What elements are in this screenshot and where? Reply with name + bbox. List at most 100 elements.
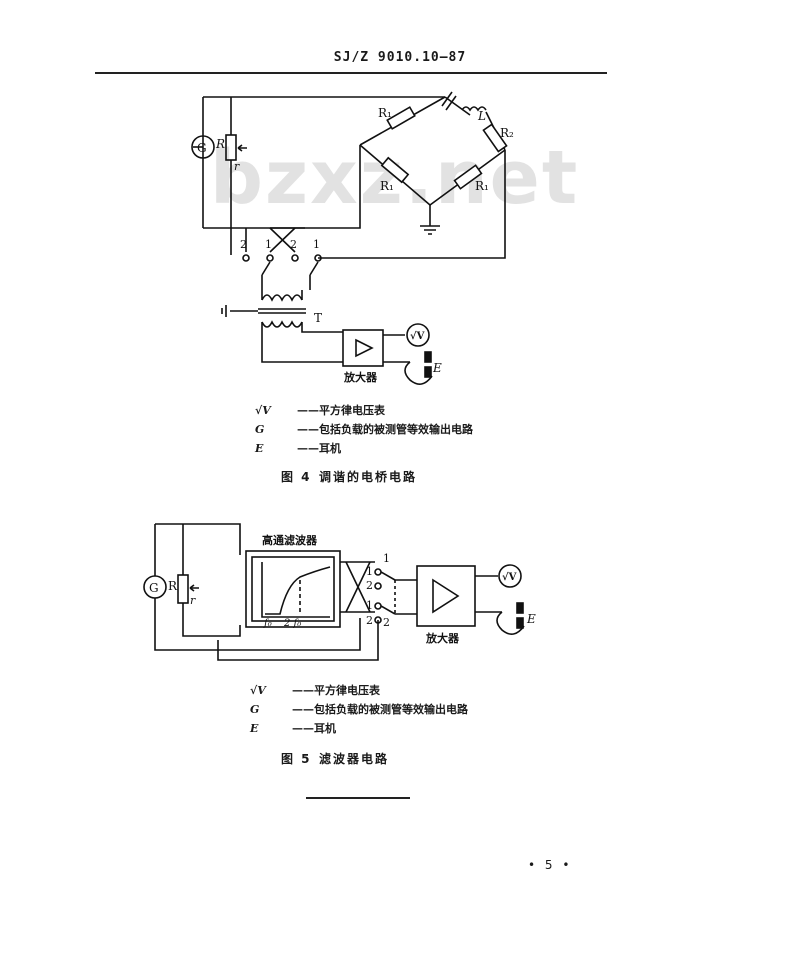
terminal-label: 1 [265,238,272,251]
earphone-symbol [404,361,433,385]
inductor-L [461,106,487,112]
voltmeter-label: √V [502,571,517,583]
generator-symbol [143,575,167,599]
voltmeter-symbol [498,564,522,588]
wire [261,322,343,363]
legend-item: G——包括负载的被测管等效输出电路 [255,423,473,436]
page-ornament: • [562,858,573,872]
amplifier-box [342,329,384,367]
wiper-arrow [189,584,199,592]
transformer-primary [261,294,303,302]
label-G: G [149,581,159,595]
legend-item: √V——平方律电压表 [250,684,380,697]
caption-title: 滤波器电路 [319,752,390,766]
switch-cross [345,561,371,613]
label-T: T [314,311,322,325]
watermark: bzxz.net [210,135,580,221]
page-number: • 5 • [528,858,572,872]
figure-5-legend: √V——平方律电压表 G——包括负载的被测管等效输出电路 E——耳机 [250,682,468,736]
wire [383,334,410,363]
label-R2: R₂ [500,126,514,140]
caption-number: 图 5 [281,752,312,766]
filter-axes [261,562,330,618]
filter-label: 高通滤波器 [262,533,318,547]
earphone-symbol [496,611,525,635]
label-r: r [190,594,196,607]
wire [261,290,303,300]
page-number-value: 5 [544,858,556,872]
terminal [374,582,382,590]
standard-code: SJ/Z 9010.10—87 [333,50,467,65]
ground-symbol [420,205,440,235]
figure-4-caption: 图 4 调谐的电桥电路 [281,468,417,485]
switch-label: 1 [366,565,373,578]
label-R1-left: R₁ [380,179,394,193]
caption-title: 调谐的电桥电路 [319,470,418,484]
generator-symbol [191,135,215,159]
resistor-R1-right [453,164,483,190]
label-L: L [477,109,486,123]
wire [182,603,241,637]
legend-item: √V——平方律电压表 [255,404,385,417]
wire [217,620,379,661]
earphone-plug [424,351,432,363]
figure-4-legend: √V——平方律电压表 G——包括负载的被测管等效输出电路 E——耳机 [255,402,473,456]
resistor-R1-left [380,156,410,184]
amplifier-triangle [432,578,460,614]
header-rule [95,72,607,74]
switch-label: 2 [383,616,390,629]
amplifier-label: 放大器 [425,631,460,645]
wire [395,579,417,615]
label-r: r [234,160,240,173]
switch-label: 2 [366,614,373,627]
switch-label: 2 [366,579,373,592]
resistor-R [177,574,189,604]
transformer-secondary [261,320,303,328]
resistor-R [225,134,237,161]
label-f0: f₀ [263,618,272,629]
terminal [266,254,274,262]
switch-label: 1 [383,552,390,565]
legend-item: G——包括负载的被测管等效输出电路 [250,703,468,716]
caption-number: 图 4 [281,470,312,484]
voltmeter-symbol [406,323,430,347]
label-E: E [432,361,442,375]
earphone-plug [516,602,524,614]
earphone-plug [516,617,524,629]
legend-item: E——耳机 [250,722,336,735]
label-R: R [168,579,178,593]
switch-cross [269,227,296,253]
label-R: R [215,137,225,151]
label-R1-top: R₁ [378,106,392,120]
high-pass-filter-box [245,550,341,628]
terminal [291,254,299,262]
switch-blade [380,571,396,615]
core-ground [221,305,258,317]
terminal [242,254,250,262]
label-R1-right: R₁ [475,179,489,193]
switch-label: 1 [366,599,373,612]
wire [245,227,305,252]
transformer-core [258,308,306,314]
filter-response-curve [265,566,331,615]
amplifier-box [416,565,476,627]
label-G: G [197,141,207,155]
amplifier-triangle [355,338,374,358]
legend-item: E——耳机 [255,442,341,455]
filter-graph-frame [251,556,335,622]
end-rule [306,797,410,799]
figure-5-caption: 图 5 滤波器电路 [281,750,389,767]
label-2f0: 2 f₀ [283,618,301,629]
wire [261,261,319,290]
terminal-label: 2 [290,238,297,251]
resistor-R1-top [386,106,416,130]
terminal-label: 1 [313,238,320,251]
bridge-arm [444,96,471,116]
terminal-label: 2 [240,238,247,251]
label-E: E [526,612,536,626]
wire [203,145,361,229]
